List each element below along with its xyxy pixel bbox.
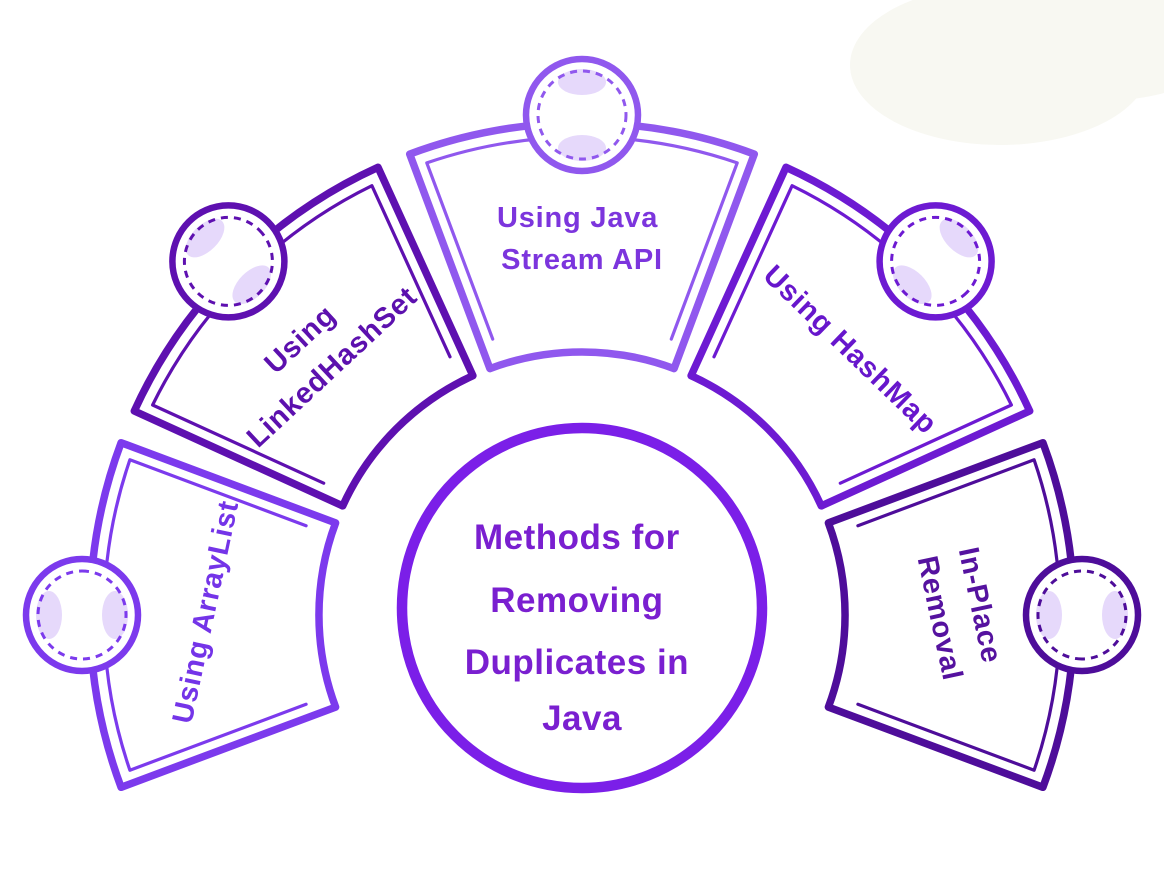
- node-highlight-blob: [558, 69, 606, 95]
- watermark-blob: [990, 0, 1164, 100]
- node-highlight-blob: [1036, 591, 1062, 639]
- segment-outline: [405, 119, 759, 373]
- node-highlight-blob: [232, 265, 272, 305]
- node-inner-dashed-ring: [890, 215, 982, 307]
- node-highlight-blob: [892, 265, 932, 305]
- segment-using-hashmap: Using HashMap: [687, 163, 1034, 510]
- node-using-arraylist: [22, 555, 142, 675]
- center-circle: [396, 422, 768, 794]
- node-using-hashmap: [876, 202, 995, 321]
- segment-using-linkedhashset: Using LinkedHashSet: [130, 163, 477, 510]
- segment-outline: [86, 438, 340, 792]
- segment-label: Using Java Stream API: [497, 193, 667, 276]
- segment-outline: [687, 163, 1034, 510]
- node-ring: [169, 202, 288, 321]
- node-highlight-blob: [939, 218, 979, 258]
- node-inner-dashed-ring: [36, 569, 128, 661]
- node-highlight-blob: [36, 591, 62, 639]
- node-in-place-removal: [1022, 555, 1142, 675]
- node-highlight-blob: [185, 218, 225, 258]
- diagram-title: Methods for Removing Duplicates in Java: [465, 518, 700, 738]
- node-ring: [22, 555, 142, 675]
- node-highlight-blob: [102, 591, 128, 639]
- segment-outline: [130, 163, 477, 510]
- node-highlight-blob: [1102, 591, 1128, 639]
- node-inner-dashed-ring: [536, 69, 628, 161]
- watermark: [850, 0, 1164, 145]
- center-hub: Methods for Removing Duplicates in Java: [396, 422, 768, 794]
- node-using-java-stream-api: [522, 55, 642, 175]
- segment-using-java-stream-api: Using Java Stream API: [405, 119, 759, 373]
- node-ring: [1022, 555, 1142, 675]
- node-inner-dashed-ring: [1036, 569, 1128, 661]
- node-inner-dashed-ring: [182, 215, 274, 307]
- node-using-linkedhashset: [169, 202, 288, 321]
- segment-label: Using ArrayList: [167, 498, 245, 727]
- node-ring: [522, 55, 642, 175]
- node-ring: [876, 202, 995, 321]
- segment-outline: [824, 438, 1078, 792]
- node-highlight-blob: [558, 135, 606, 161]
- segment-label: In-Place Removal: [911, 543, 1018, 684]
